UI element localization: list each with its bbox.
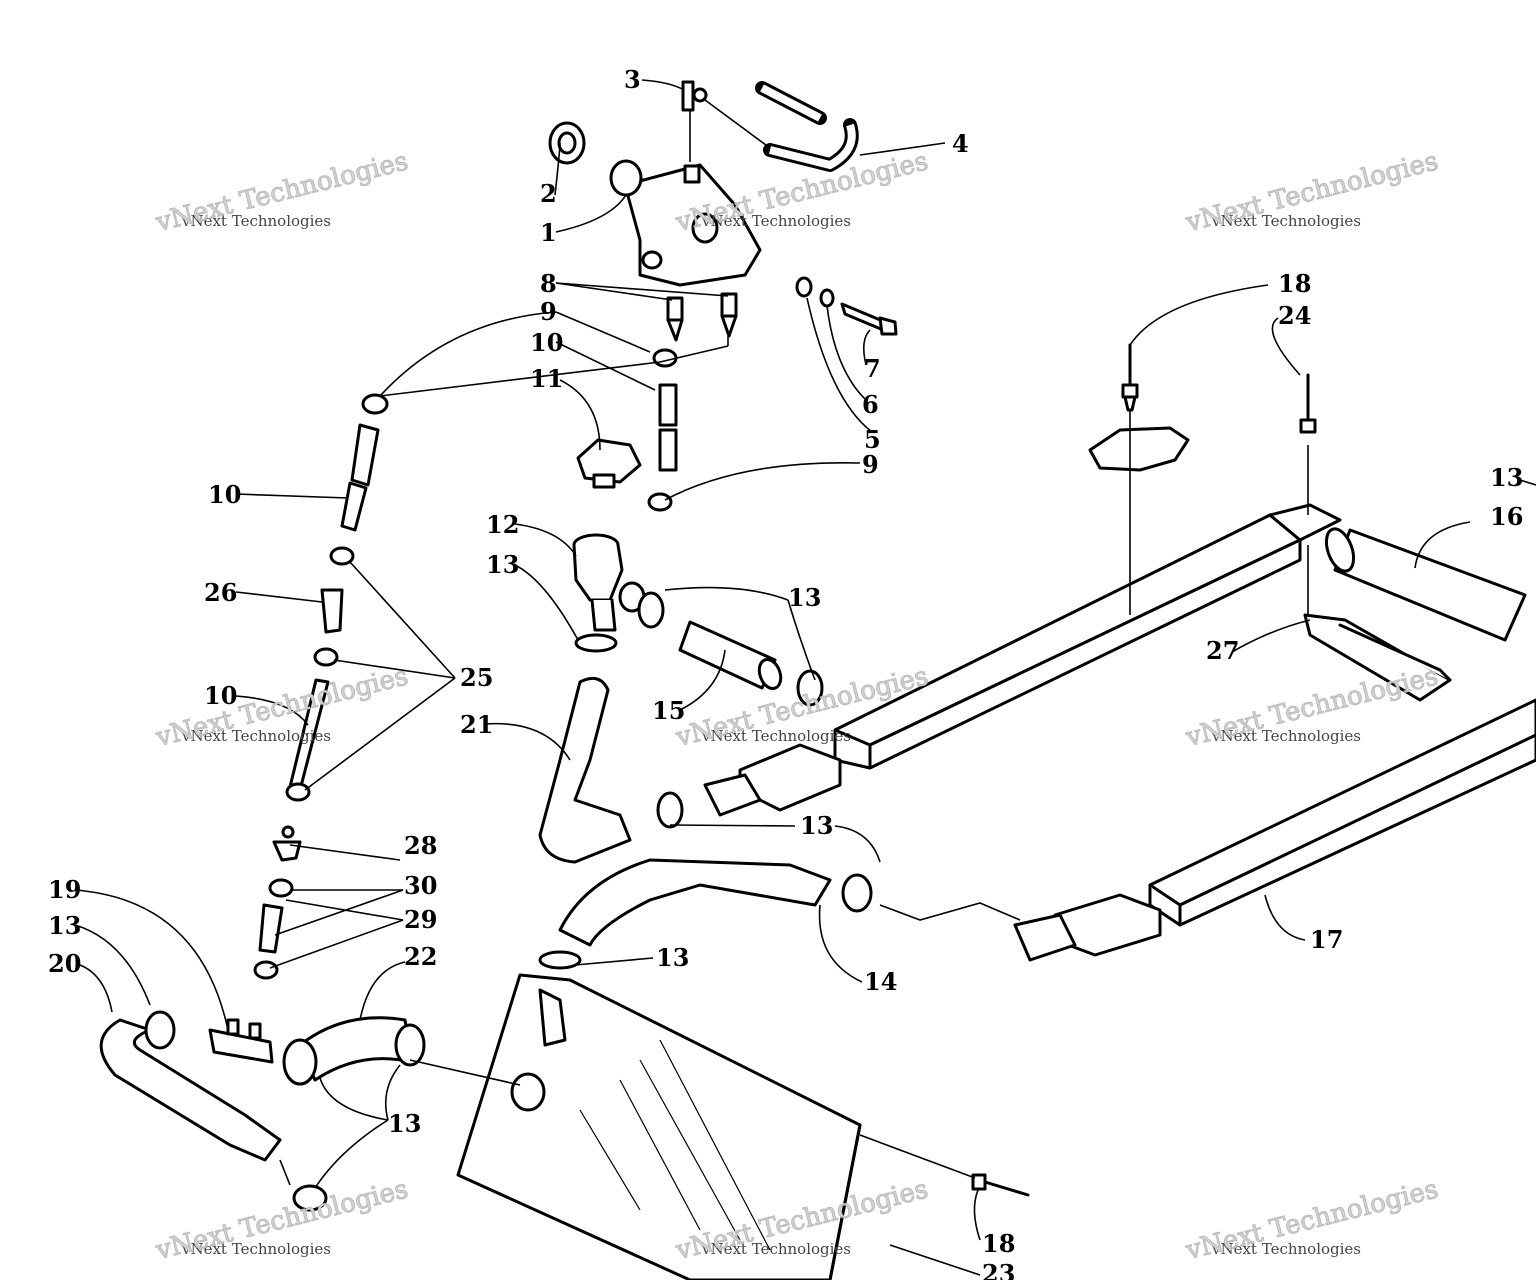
fastener-part-18 xyxy=(1088,343,1190,615)
vent-hose-part-4 xyxy=(755,81,859,172)
callout-6: 6 xyxy=(862,390,879,419)
callout-27: 27 xyxy=(1206,636,1239,665)
hardware-parts-5-6-7 xyxy=(795,276,898,336)
exchanger-end-box-right xyxy=(1013,893,1162,962)
hose-part-15 xyxy=(678,620,783,691)
callout-13-tube: 13 xyxy=(788,583,821,612)
callout-labels: 1 2 3 4 5 6 7 8 9 9 10 10 10 11 12 13 13… xyxy=(48,65,1523,1280)
callout-13-mid: 13 xyxy=(800,811,833,840)
heat-exchanger-tube-part-16 xyxy=(1324,527,1527,642)
callout-13-neck: 13 xyxy=(486,550,519,579)
callout-13-left: 13 xyxy=(48,911,81,940)
callout-14: 14 xyxy=(864,967,897,996)
callout-10-mid: 10 xyxy=(208,480,241,509)
callout-20: 20 xyxy=(48,949,81,978)
callout-25: 25 xyxy=(460,663,493,692)
callout-18-bottom: 18 xyxy=(982,1229,1015,1258)
callout-13-radiator: 13 xyxy=(656,943,689,972)
clamps-part-9 xyxy=(361,348,678,512)
callout-23: 23 xyxy=(982,1259,1015,1280)
callout-15: 15 xyxy=(652,696,685,725)
filler-neck-part-12 xyxy=(572,533,646,632)
callout-28: 28 xyxy=(404,831,437,860)
radiator-part-23 xyxy=(456,973,862,1280)
exchanger-end-box-left xyxy=(703,743,842,817)
callout-11: 11 xyxy=(530,364,563,393)
callout-4: 4 xyxy=(952,129,969,158)
callout-21: 21 xyxy=(460,710,493,739)
callout-17: 17 xyxy=(1310,925,1343,954)
fitting-part-28 xyxy=(272,825,302,862)
callout-22: 22 xyxy=(404,942,437,971)
callout-24: 24 xyxy=(1278,301,1311,330)
callout-10-low: 10 xyxy=(204,681,237,710)
hose-part-21 xyxy=(538,676,632,864)
callout-30: 30 xyxy=(404,871,437,900)
clamps-hose-part-29-30 xyxy=(253,878,294,980)
callout-3: 3 xyxy=(624,65,641,94)
callout-2: 2 xyxy=(540,179,557,208)
callout-12: 12 xyxy=(486,510,519,539)
overflow-bottle-part-1 xyxy=(609,159,762,287)
fastener-part-18-lower xyxy=(971,1173,1030,1197)
callout-5: 5 xyxy=(864,425,881,454)
callout-26: 26 xyxy=(204,578,237,607)
callout-9-top: 9 xyxy=(540,297,557,326)
hose-part-14 xyxy=(558,858,832,947)
callout-8: 8 xyxy=(540,269,557,298)
callout-1: 1 xyxy=(540,218,557,247)
fitting-part-26 xyxy=(320,588,344,634)
tunnel-frame-part-17 xyxy=(833,503,1536,927)
vent-fitting-part-3 xyxy=(681,80,708,112)
callout-7: 7 xyxy=(864,354,881,383)
tunnel-brace-part-27 xyxy=(1303,613,1452,702)
hose-part-20 xyxy=(99,1018,282,1162)
cap-part-2 xyxy=(548,121,586,165)
hose-fittings-part-8 xyxy=(666,292,738,342)
fastener-part-24 xyxy=(1299,373,1317,515)
callout-10-top: 10 xyxy=(530,328,563,357)
callout-19: 19 xyxy=(48,875,81,904)
clamps-part-13 xyxy=(144,591,873,1212)
callout-9-right: 9 xyxy=(862,450,879,479)
callout-29: 29 xyxy=(404,905,437,934)
callout-18-top: 18 xyxy=(1278,269,1311,298)
radiator-cap-part-11 xyxy=(576,438,642,489)
clamps-part-25 xyxy=(285,546,355,802)
callout-13-edge: 13 xyxy=(1490,463,1523,492)
callout-16: 16 xyxy=(1490,502,1523,531)
callout-13-bottom: 13 xyxy=(388,1109,421,1138)
tee-fitting-part-19 xyxy=(208,1018,274,1064)
leader-lines xyxy=(74,79,1536,1276)
